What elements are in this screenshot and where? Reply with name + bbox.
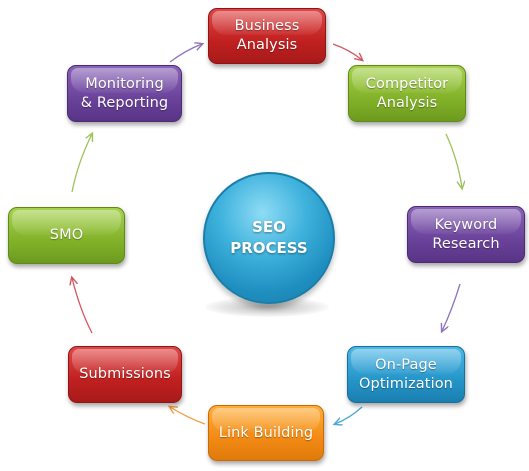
arrow-submissions-to-smo [72, 278, 93, 334]
center-seo-process-circle: SEO PROCESS [203, 172, 335, 304]
center-title-line2: PROCESS [230, 239, 308, 257]
step-smo: SMO [8, 207, 125, 264]
center-title-line1: SEO [252, 218, 286, 236]
step-business-analysis-label: Business Analysis [234, 18, 300, 53]
arrow-competitor-to-keyword [445, 133, 462, 188]
step-monitoring-reporting: Monitoring & Reporting [67, 65, 182, 122]
step-competitor-analysis: Competitor Analysis [348, 65, 466, 122]
arrow-smo-to-monitoring [71, 134, 92, 193]
arrow-monitoring-to-business [169, 44, 202, 63]
step-smo-label: SMO [49, 227, 84, 243]
arrow-linkbuilding-to-submissions [170, 407, 206, 425]
step-submissions: Submissions [68, 346, 182, 403]
step-link-building: Link Building [208, 405, 324, 461]
step-monitoring-reporting-label: Monitoring & Reporting [80, 75, 169, 111]
step-on-page-optimization-label: On-Page Optimization [359, 356, 453, 392]
step-submissions-label: Submissions [79, 366, 171, 382]
step-business-analysis: Business Analysis [208, 8, 326, 64]
step-keyword-research: Keyword Research [407, 206, 525, 263]
step-on-page-optimization: On-Page Optimization [347, 346, 465, 403]
center-circle-shadow [205, 297, 329, 317]
step-link-building-label: Link Building [218, 424, 314, 441]
arrow-business-to-competitor [332, 43, 362, 60]
step-keyword-research-label: Keyword Research [432, 216, 500, 252]
arrow-onpage-to-linkbuilding [335, 406, 363, 424]
arrow-keyword-to-onpage [442, 283, 461, 331]
step-competitor-analysis-label: Competitor Analysis [365, 75, 449, 111]
